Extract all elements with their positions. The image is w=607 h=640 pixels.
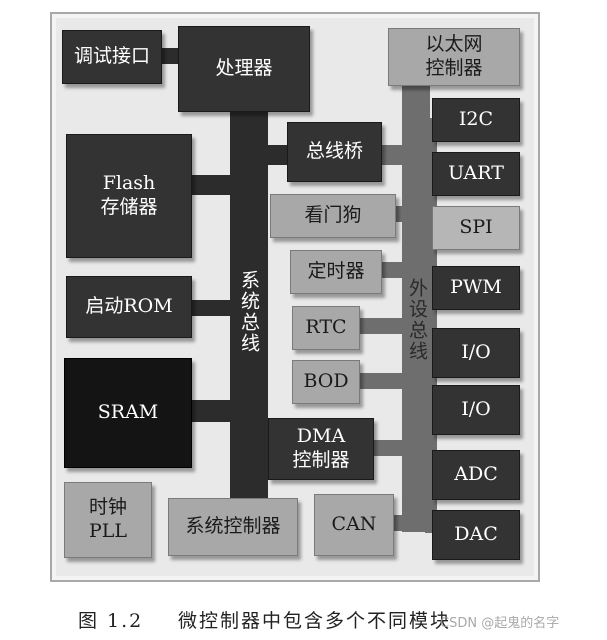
block-clock-pll: 时钟 PLL [64, 482, 152, 558]
block-io-1-lower: I/O [432, 385, 520, 435]
block-adc-label: ADC [454, 463, 498, 486]
block-ethernet-controller: 以太网 控制器 [388, 28, 520, 86]
figure-number: 图 1.2 [78, 610, 144, 632]
block-dac: DAC [432, 510, 520, 560]
block-uart-label: UART [448, 162, 504, 185]
system-bus-label: 系统总线 [238, 270, 260, 354]
watermark: CSDN @起鬼的名字 [440, 616, 560, 631]
block-rtc-label: RTC [305, 316, 347, 339]
block-clock-line2: PLL [88, 520, 128, 542]
block-flash: Flash 存储器 [66, 134, 192, 258]
block-debug-label: 调试接口 [73, 45, 150, 68]
block-clock-line1: 时钟 [88, 496, 127, 519]
block-flash-line2: 存储器 [100, 196, 158, 218]
block-watchdog-label: 看门狗 [304, 204, 362, 227]
block-dma-controller: DMA 控制器 [268, 418, 374, 480]
block-processor: 处理器 [178, 26, 310, 112]
peripheral-bus-bridge-link [380, 145, 405, 165]
peripheral-bus-dma-link [372, 440, 405, 456]
block-pwm: PWM [432, 266, 520, 310]
system-bus-to-bridge [265, 145, 290, 165]
peripheral-bus-watchdog-link [395, 206, 405, 222]
block-flash-line1: Flash [102, 172, 156, 195]
debug-to-cpu-link [160, 48, 180, 64]
block-boot-rom-label: 启动ROM [85, 295, 173, 318]
block-sram: SRAM [64, 358, 192, 468]
block-can-label: CAN [331, 513, 377, 536]
block-adc: ADC [432, 450, 520, 500]
block-dma-line1: DMA [296, 425, 346, 448]
block-sysctrl-label: 系统控制器 [185, 515, 281, 538]
block-pwm-label: PWM [450, 276, 502, 299]
block-boot-rom: 启动ROM [66, 276, 192, 338]
block-bus-bridge-label: 总线桥 [305, 140, 363, 163]
system-bus-to-sram [190, 400, 235, 422]
block-spi-label: SPI [459, 216, 493, 239]
system-bus-to-flash [190, 175, 235, 195]
block-ethernet-line1: 以太网 [425, 33, 483, 56]
peripheral-bus-bod-link [358, 373, 405, 389]
block-bod-label: BOD [303, 370, 349, 393]
block-timer-label: 定时器 [307, 260, 365, 283]
system-bus-to-rom [190, 300, 235, 316]
block-sram-label: SRAM [97, 401, 159, 424]
block-io-1: I/O [432, 328, 520, 378]
block-io-2-label: I/O [461, 398, 491, 421]
block-i2c-label: I2C [458, 108, 494, 131]
peripheral-bus-rtc-link [358, 318, 405, 334]
block-rtc: RTC [292, 306, 360, 350]
figure-caption-text: 微控制器中包含多个不同模块 [178, 610, 452, 632]
block-uart: UART [432, 152, 520, 196]
block-processor-label: 处理器 [215, 57, 273, 80]
block-system-controller: 系统控制器 [168, 498, 298, 556]
block-io-1-label: I/O [461, 341, 491, 364]
block-can: CAN [314, 494, 394, 556]
block-watchdog: 看门狗 [270, 194, 396, 238]
system-bus-vertical [230, 110, 268, 498]
block-timer: 定时器 [290, 250, 382, 294]
block-bus-bridge: 总线桥 [287, 122, 382, 182]
block-i2c: I2C [432, 98, 520, 142]
block-spi: SPI [432, 206, 520, 250]
block-debug-interface: 调试接口 [62, 30, 162, 84]
block-dma-line2: 控制器 [292, 449, 350, 471]
peripheral-bus-label: 外设总线 [406, 278, 428, 362]
block-bod: BOD [292, 360, 360, 404]
block-ethernet-line2: 控制器 [425, 57, 483, 79]
block-dac-label: DAC [454, 523, 498, 546]
peripheral-bus-timer-link [380, 262, 405, 278]
